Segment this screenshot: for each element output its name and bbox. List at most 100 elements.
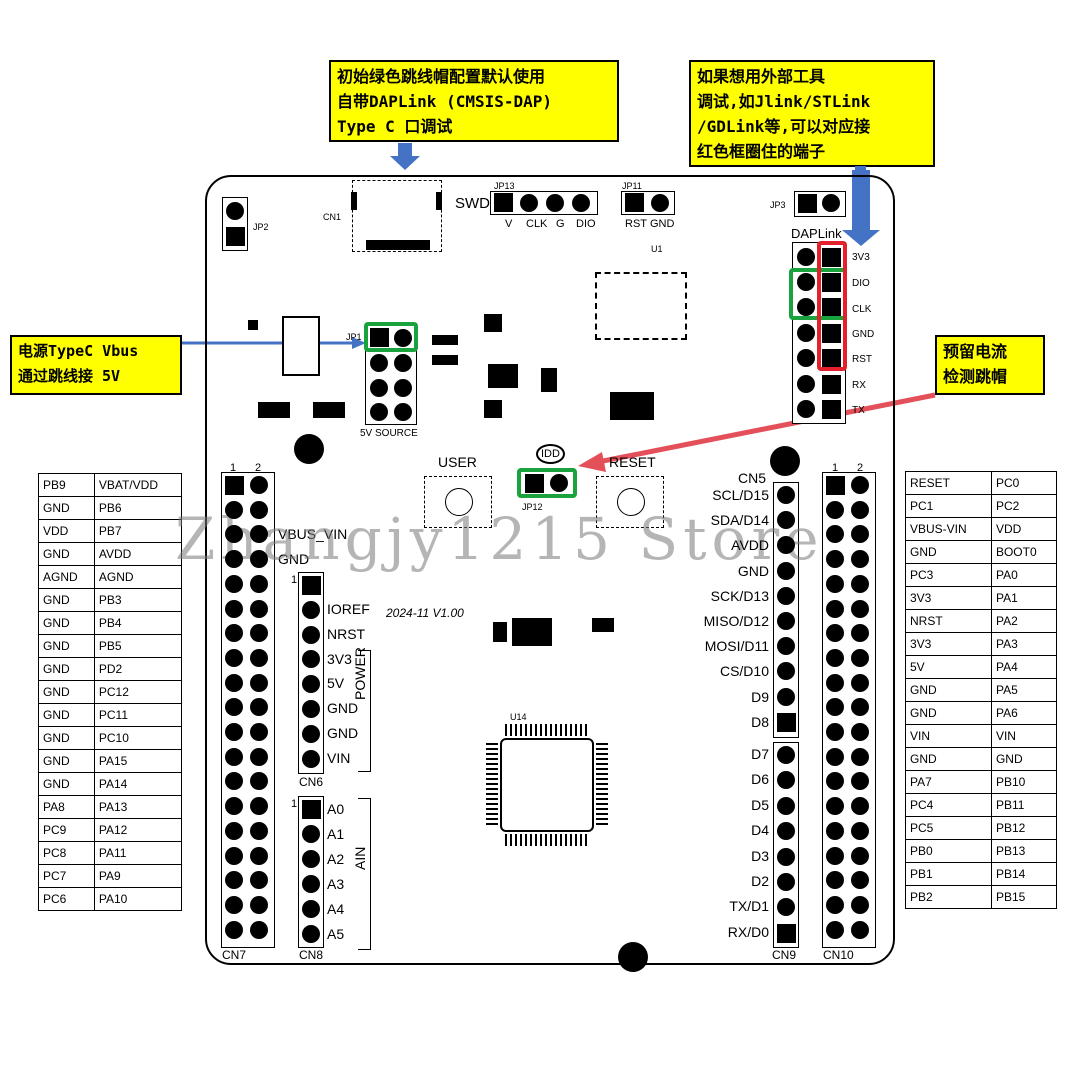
- left-pinout-cell: PA15: [93, 749, 183, 773]
- daplink-pin-l4: [797, 324, 815, 342]
- component-c8: [484, 400, 502, 418]
- right-pinout-cell: PB1: [905, 862, 992, 886]
- cn9-pin: [777, 822, 795, 841]
- component-x1: [592, 618, 614, 632]
- cn10-pin: [851, 698, 869, 717]
- right-pinout-cell: PA4: [990, 655, 1058, 679]
- jp1-pin-4: [394, 354, 412, 372]
- right-pinout-cell: GND: [905, 747, 992, 771]
- component-fb2: [541, 368, 557, 392]
- cn7-pin: [250, 698, 268, 717]
- daplink-pin-r3: [822, 298, 841, 317]
- cn7-pin: [250, 920, 268, 939]
- left-pinout-cell: AGND: [93, 565, 183, 589]
- cn9-pin: [777, 923, 796, 943]
- left-pinout-cell: PB6: [93, 496, 183, 520]
- reset-button-cap[interactable]: [617, 488, 645, 516]
- left-pinout-cell: PA12: [93, 818, 183, 842]
- jp2-label: JP2: [253, 222, 269, 232]
- left-pinout-cell: GND: [38, 749, 95, 773]
- right-pinout-cell: PB0: [905, 839, 992, 863]
- right-pinout-cell: VIN: [905, 724, 992, 748]
- cn10-pin: [826, 500, 844, 519]
- left-pinout-cell: PA9: [93, 864, 183, 888]
- daplink-pin-r2: [822, 273, 841, 292]
- cn10-pin: [851, 821, 869, 840]
- right-pinout-cell: PC5: [905, 816, 992, 840]
- user-button-cap[interactable]: [445, 488, 473, 516]
- u14-pins-right: [596, 743, 608, 827]
- cn5-pin: [777, 586, 795, 605]
- cn5-pin: [777, 536, 795, 555]
- cn7-pin: [225, 500, 243, 519]
- component-u3: [488, 364, 518, 388]
- cn7-pin: [250, 846, 268, 865]
- jp3-pin-1: [798, 194, 817, 213]
- blue-arrow-down: [390, 143, 420, 170]
- cn7-col1-label: 1: [230, 462, 237, 474]
- left-pinout-cell: PA11: [93, 841, 183, 865]
- cn6-pin: [302, 576, 321, 595]
- u1-chip: [595, 272, 687, 340]
- right-pinout-cell: PC4: [905, 793, 992, 817]
- cn7-pin: [225, 648, 243, 667]
- right-pinout-cell: PA1: [990, 586, 1058, 610]
- cn5-pin-label: SCL/D15: [712, 487, 769, 503]
- cn10-pin: [851, 574, 869, 593]
- jp2-pin-1: [226, 202, 244, 220]
- cn10-pin: [826, 895, 844, 914]
- jp13-pin-label-g: G: [556, 218, 565, 230]
- daplink-pin-l3: [797, 298, 815, 316]
- cn6-label: CN6: [299, 775, 324, 789]
- left-pinout-cell: PC9: [38, 818, 95, 842]
- u1-label: U1: [651, 244, 663, 254]
- cn9-pin-label: TX/D1: [729, 898, 769, 915]
- jp1-pin-8: [394, 403, 412, 421]
- right-pinout-cell: PB13: [990, 839, 1058, 863]
- cn10-pin: [826, 673, 844, 692]
- daplink-pin-label-rx: RX: [852, 380, 866, 391]
- cn10-pin: [851, 895, 869, 914]
- jp12-jumper-highlight: [517, 468, 577, 498]
- cn7-pin: [225, 920, 243, 939]
- cn10-pin: [826, 723, 844, 741]
- cn6-pin-label: NRST: [327, 625, 366, 642]
- daplink-pin-l7: [797, 400, 815, 418]
- cn1-label: CN1: [323, 212, 342, 222]
- cn7-pin: [250, 599, 268, 618]
- version-label: 2024-11 V1.00: [386, 606, 464, 620]
- cn5-pin: [777, 612, 795, 630]
- daplink-pin-r4: [822, 324, 841, 343]
- cn6-pin: [302, 724, 320, 743]
- cn9-pin: [777, 847, 795, 866]
- left-pinout-cell: GND: [38, 657, 95, 681]
- jp13-pin-4: [572, 194, 590, 212]
- cn7-pin: [250, 772, 268, 791]
- component-d2: [432, 355, 458, 365]
- left-pinout-cell: GND: [38, 611, 95, 635]
- component-d1: [432, 335, 458, 345]
- right-pinout-cell: PA3: [990, 632, 1058, 656]
- daplink-pin-r5: [822, 349, 841, 368]
- right-pinout-cell: PB10: [990, 770, 1058, 794]
- cn5-pin-label: D9: [751, 688, 769, 705]
- cn8-pin: [302, 925, 320, 943]
- right-pinout-cell: GND: [905, 678, 992, 702]
- cn9-pin-label: D6: [751, 771, 769, 788]
- daplink-pin-l5: [797, 349, 815, 367]
- cn7-pin: [250, 550, 268, 569]
- cn10-pin: [826, 772, 844, 791]
- daplink-pin-label-gnd: GND: [852, 329, 875, 340]
- cn9-pin-label: D4: [751, 822, 769, 839]
- right-pinout-cell: VBUS-VIN: [905, 517, 992, 541]
